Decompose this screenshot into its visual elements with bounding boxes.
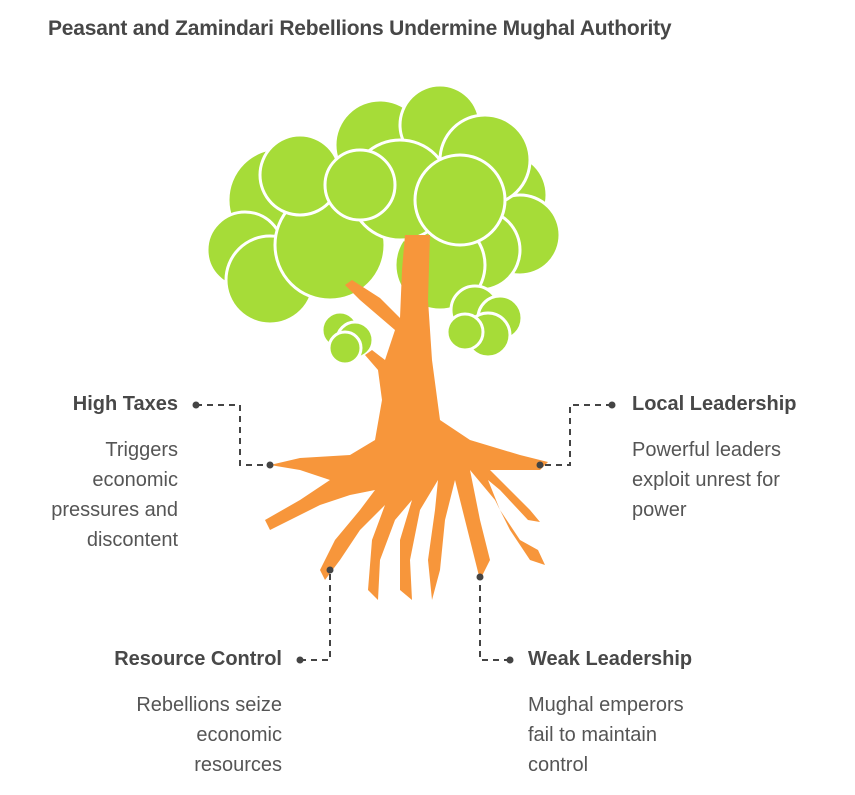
label-weak-leadership: Weak Leadership	[528, 648, 693, 670]
connector-high-taxes	[196, 404, 270, 466]
foliage-small-right	[445, 284, 524, 359]
dot-resource-control-root	[326, 566, 334, 574]
description-line: Triggers	[105, 439, 178, 461]
description-local-leadership: Powerful leaders exploit unrest for powe…	[632, 435, 852, 525]
dot-high-taxes-root	[266, 461, 274, 469]
connector-resource-control	[300, 570, 331, 661]
diagram-title: Peasant and Zamindari Rebellions Undermi…	[48, 17, 672, 40]
description-line: fail to maintain	[528, 724, 657, 746]
label-resource-control: Resource Control	[114, 648, 282, 670]
connector-dots	[192, 401, 616, 664]
dot-weak-leadership-root	[476, 573, 484, 581]
description-line: exploit unrest for	[632, 469, 780, 491]
description-line: pressures and	[51, 499, 178, 521]
description-line: power	[632, 499, 687, 521]
dot-local-leadership-label	[608, 401, 616, 409]
label-local-leadership: Local Leadership	[632, 393, 797, 415]
description-line: economic	[92, 469, 178, 491]
tree-foliage	[205, 83, 562, 366]
connector-weak-leadership	[479, 577, 510, 661]
dot-high-taxes-label	[192, 401, 200, 409]
description-line: Mughal emperors	[528, 694, 684, 716]
description-line: economic	[196, 724, 282, 746]
dot-weak-leadership-label	[506, 656, 514, 664]
description-weak-leadership: Mughal emperors fail to maintain control	[528, 690, 748, 780]
label-high-taxes: High Taxes	[72, 393, 178, 415]
description-resource-control: Rebellions seize economic resources	[62, 690, 282, 780]
description-high-taxes: Triggers economic pressures and disconte…	[0, 435, 178, 555]
foliage-small-left	[320, 310, 375, 366]
connector-local-leadership	[540, 404, 612, 466]
connectors	[196, 404, 612, 661]
foliage-left-cluster	[205, 133, 387, 326]
description-line: discontent	[86, 529, 178, 551]
dot-local-leadership-root	[536, 461, 544, 469]
description-line: resources	[194, 754, 282, 776]
description-line: Rebellions seize	[136, 694, 282, 716]
description-line: Powerful leaders	[632, 439, 781, 461]
foliage-top-cluster	[323, 83, 532, 247]
dot-resource-control-label	[296, 656, 304, 664]
description-line: control	[528, 754, 589, 776]
tree-trunk	[265, 235, 548, 600]
